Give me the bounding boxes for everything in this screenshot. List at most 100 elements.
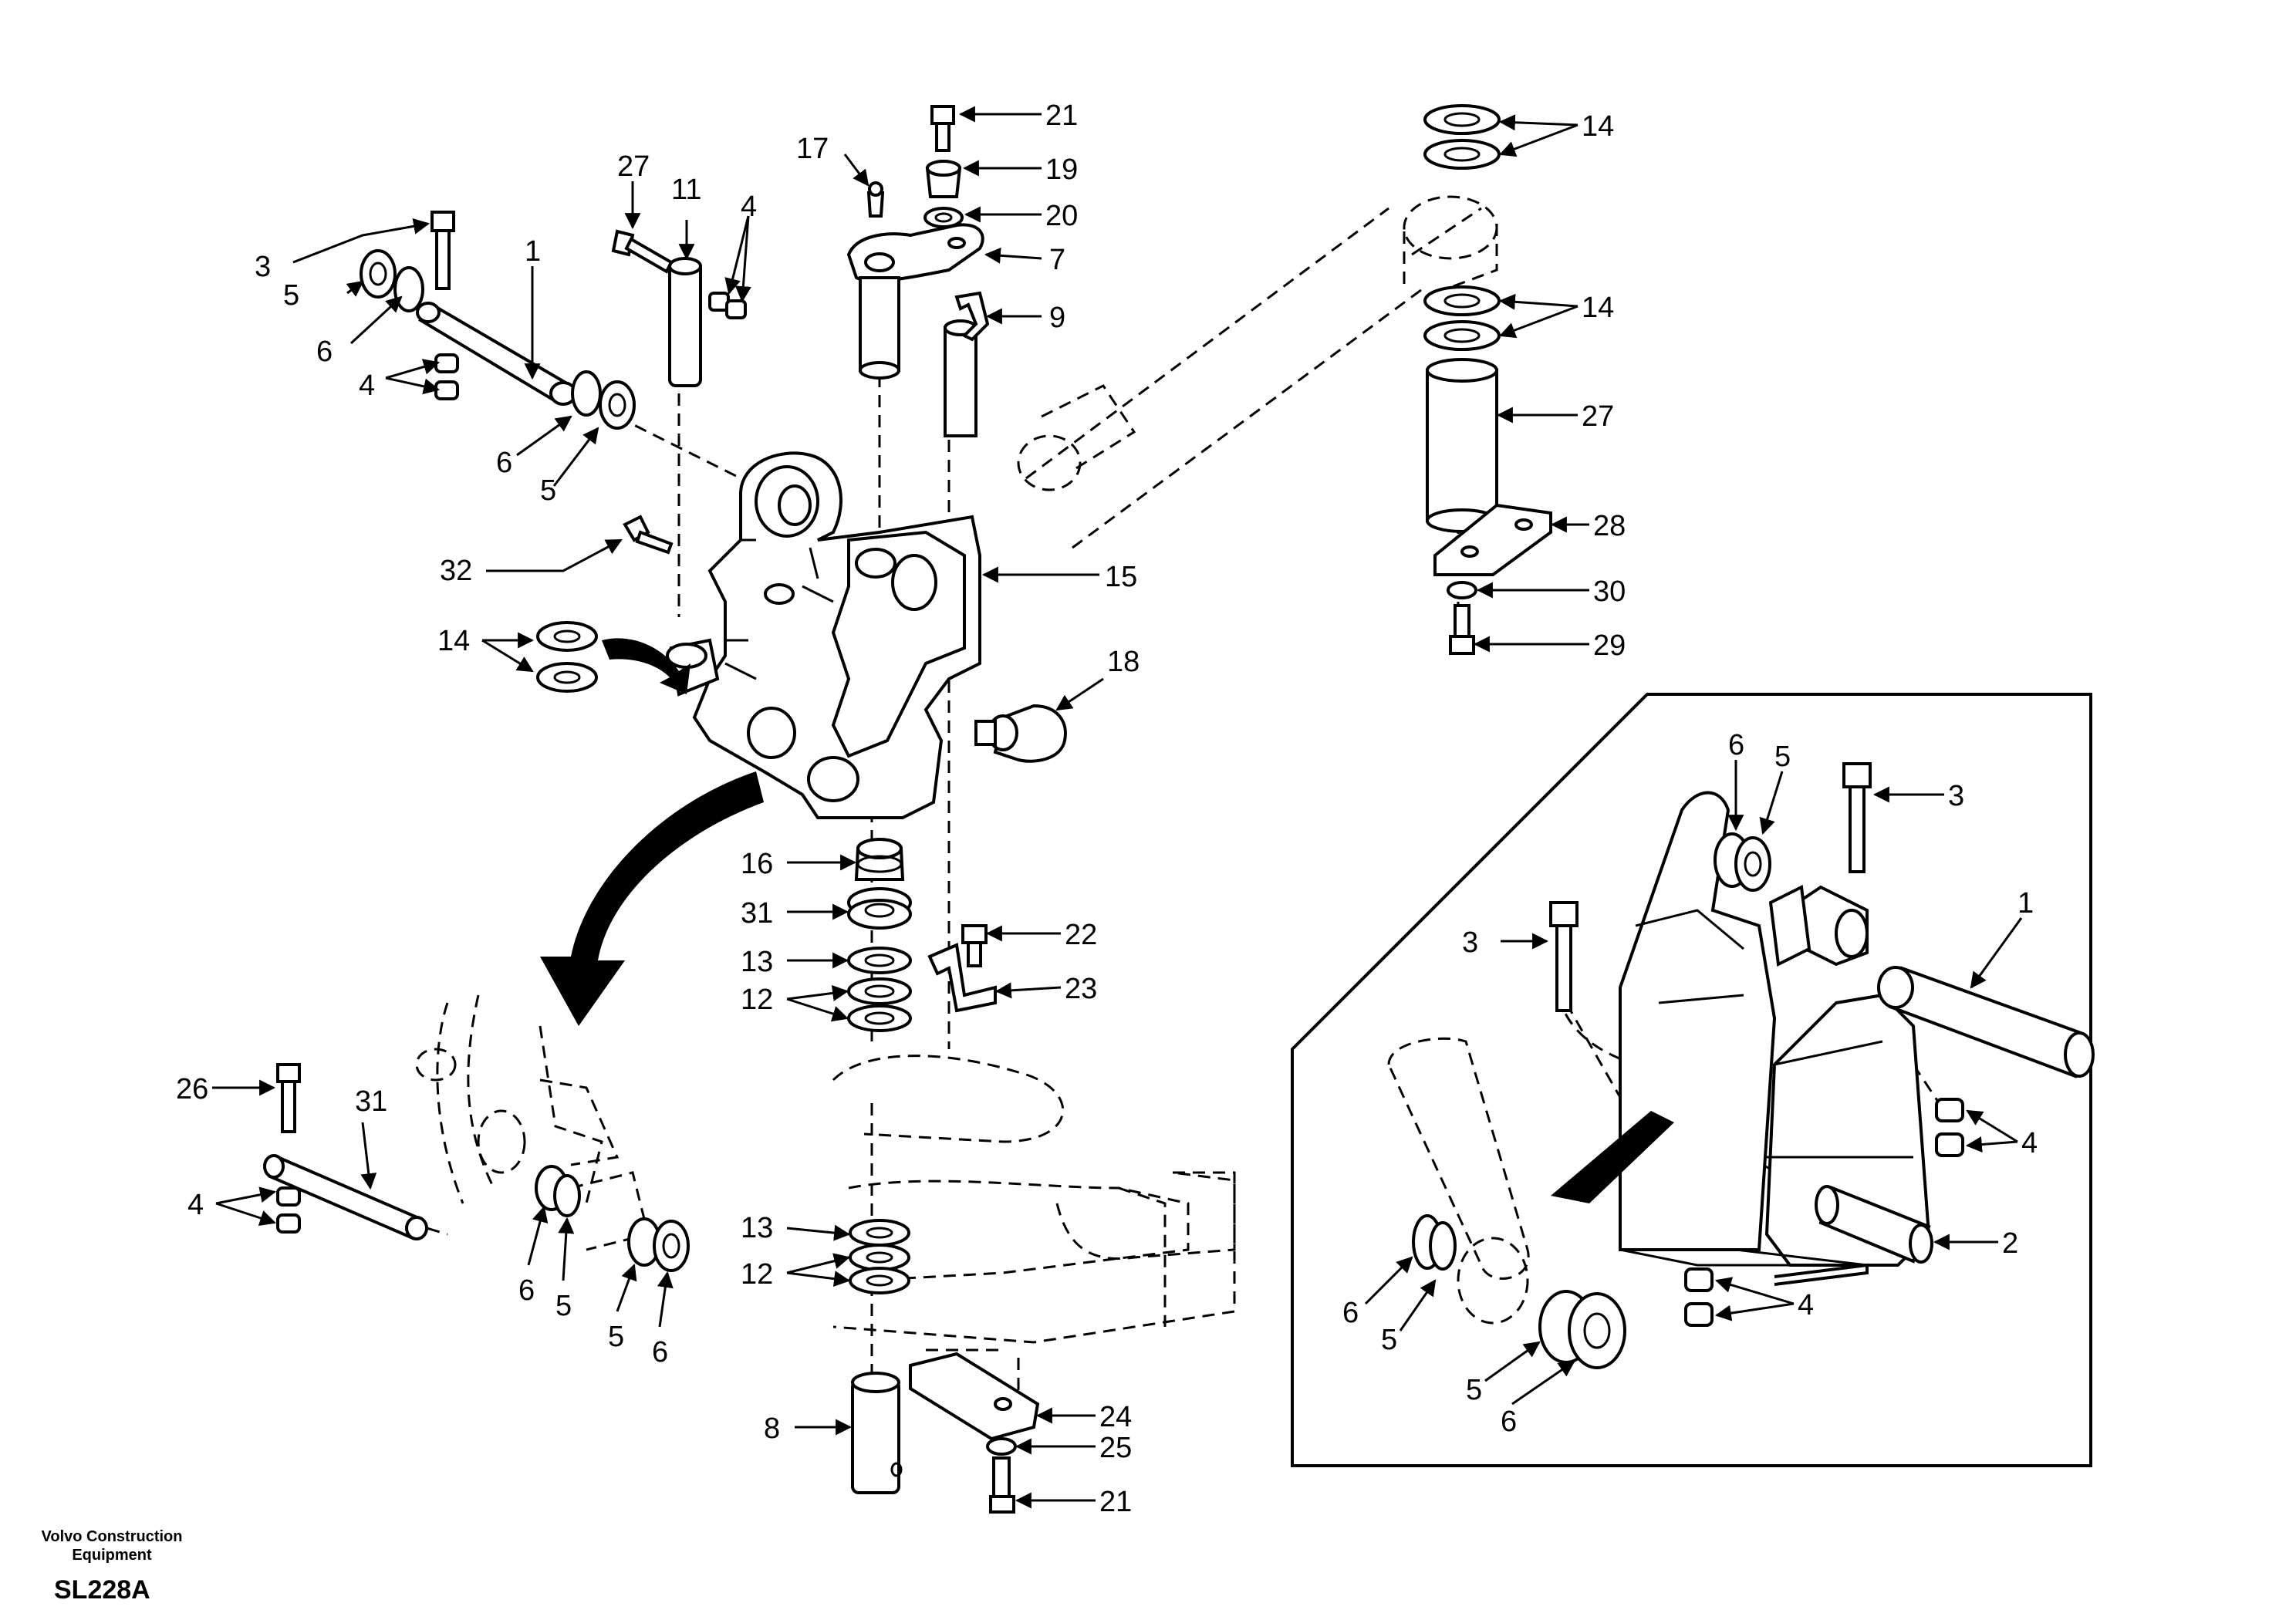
callout-4: 4 — [359, 370, 375, 402]
callout-13b: 14 — [1582, 110, 1614, 143]
callout-9: 9 — [1049, 302, 1065, 334]
shims-11-lower-part — [849, 1244, 910, 1294]
inset-callout-6b: 6 — [1342, 1297, 1359, 1329]
bolt-21-part — [961, 924, 988, 967]
bushing-15-part — [854, 838, 905, 881]
pin-upper-part — [859, 276, 900, 380]
washers-13-right-top — [1423, 104, 1501, 170]
leader-lines — [212, 106, 2023, 1509]
callout-5c: 5 — [555, 1290, 572, 1322]
inset-callout-5c: 5 — [1466, 1374, 1482, 1406]
callout-28: 29 — [1593, 629, 1626, 662]
shim-12-lower-part — [849, 1219, 910, 1247]
pin-9-part — [944, 291, 990, 437]
inset-callout-3b: 3 — [1462, 926, 1478, 959]
callout-24: 25 — [1099, 1432, 1132, 1464]
bolt-26-left-part — [611, 229, 674, 274]
callout-25: 26 — [176, 1073, 208, 1105]
callout-7: 7 — [1049, 244, 1065, 276]
plug-18-part — [925, 160, 962, 198]
callout-6c: 6 — [518, 1274, 535, 1307]
callout-11: 12 — [741, 984, 773, 1016]
callout-16: 17 — [796, 133, 829, 165]
shim-12-upper-part — [847, 947, 912, 974]
pin-8-part — [851, 1372, 903, 1494]
callout-23: 24 — [1099, 1401, 1132, 1433]
bolt-25-part — [276, 1063, 301, 1133]
nuts-4-lower-part — [276, 1186, 301, 1234]
detail-inset — [1291, 693, 2095, 1467]
lower-boom-outline — [832, 1055, 1236, 1344]
plate-23-part — [909, 1352, 1040, 1441]
inset-callout-6c: 6 — [1501, 1406, 1517, 1438]
washers-13-right-mid — [1423, 285, 1501, 351]
washer-24-part — [986, 1437, 1017, 1456]
callout-32: 32 — [440, 555, 472, 587]
callout-19: 20 — [1045, 200, 1078, 232]
bracket-22-part — [927, 943, 997, 1013]
inset-callout-4b: 4 — [1798, 1289, 1814, 1321]
boom-cylinder-outline — [1017, 195, 1498, 549]
callout-18: 19 — [1045, 154, 1078, 186]
drawing-code: SL228A — [54, 1575, 150, 1605]
inset-callout-5b: 5 — [1381, 1324, 1397, 1356]
callout-5: 5 — [283, 279, 299, 312]
bolt-3-part — [430, 211, 455, 290]
grease-nipple-16-part — [866, 181, 885, 218]
callout-29: 30 — [1593, 575, 1626, 608]
callout-17: 18 — [1107, 646, 1140, 678]
nuts-4-upper-part — [708, 292, 747, 319]
callout-14: 15 — [1105, 561, 1137, 593]
washers-lower-left — [535, 1165, 690, 1272]
pin-26-right-part — [1426, 358, 1498, 533]
callout-26b: 27 — [1582, 400, 1614, 433]
pin-30-part — [263, 1154, 428, 1240]
callout-15: 16 — [741, 848, 773, 880]
callout-6: 6 — [316, 336, 333, 368]
inset-callout-3: 3 — [1948, 780, 1964, 812]
inset-callout-4: 4 — [2021, 1127, 2038, 1159]
shims-11-upper-part — [847, 977, 912, 1032]
pin-10-part — [668, 257, 702, 387]
washers-left — [360, 249, 636, 430]
washers-13-left — [536, 621, 598, 693]
callout-5b: 5 — [540, 474, 556, 507]
washer-29-part — [1447, 581, 1477, 599]
callout-labels: 3 5 6 4 1 6 5 27 11 4 32 14 17 21 19 20 … — [176, 100, 2038, 1518]
callout-20b: 21 — [1099, 1486, 1132, 1518]
grease-fitting-17-part — [974, 704, 1067, 763]
callout-6d: 6 — [652, 1336, 668, 1369]
manufacturer-label: Volvo Construction Equipment — [41, 1528, 183, 1564]
inset-callout-1: 1 — [2017, 887, 2034, 920]
plate-7-part — [846, 223, 984, 283]
callout-21: 22 — [1065, 919, 1097, 951]
callout-4c: 4 — [187, 1189, 204, 1221]
inset-callout-5: 5 — [1774, 741, 1791, 773]
arm-outline — [415, 994, 650, 1251]
callout-20: 21 — [1045, 100, 1078, 132]
bolt-20-top-part — [930, 105, 955, 152]
callout-11b: 12 — [741, 1258, 773, 1291]
callout-1: 1 — [525, 235, 541, 268]
callout-27: 28 — [1593, 510, 1626, 542]
callout-10: 11 — [671, 174, 701, 206]
bolt-20-bottom-part — [989, 1456, 1015, 1514]
inset-callout-2: 2 — [2002, 1227, 2018, 1260]
callout-13c: 14 — [1582, 292, 1614, 324]
callout-12: 13 — [741, 946, 773, 978]
inset-callout-6: 6 — [1728, 729, 1744, 761]
callout-4b: 4 — [741, 191, 757, 223]
callout-22: 23 — [1065, 973, 1097, 1005]
callout-5d: 5 — [608, 1321, 624, 1353]
callout-3: 3 — [255, 251, 271, 283]
nuts-4-part — [434, 353, 459, 400]
quick-coupler-frame — [666, 451, 981, 819]
callout-12b: 13 — [741, 1212, 773, 1244]
callout-13: 14 — [437, 625, 470, 657]
callout-26: 27 — [617, 150, 650, 183]
callout-30: 31 — [355, 1085, 387, 1118]
callout-31: 31 — [741, 897, 773, 930]
pointer-arrow-13 — [602, 638, 690, 694]
bolt-32-part — [623, 515, 674, 555]
